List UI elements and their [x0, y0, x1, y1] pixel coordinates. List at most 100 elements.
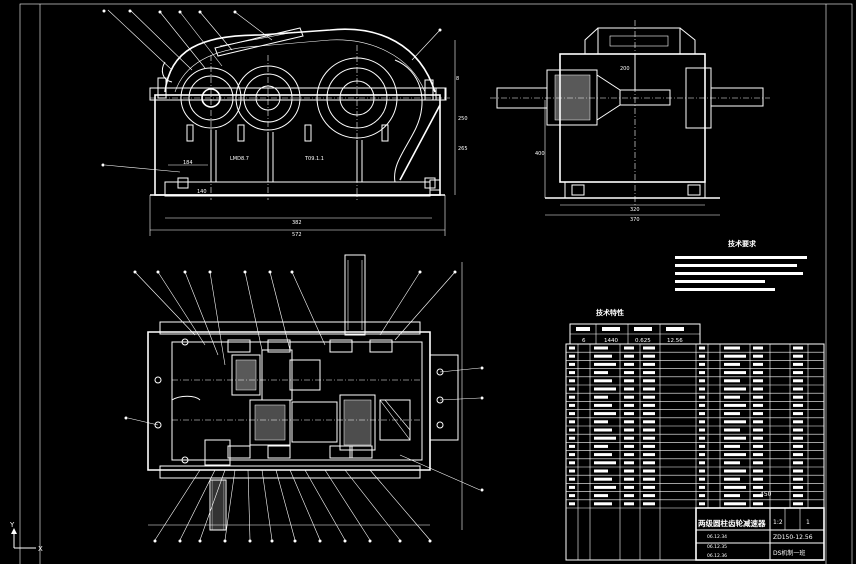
- bom-cell-text: [643, 444, 655, 448]
- ucs-y-label: Y: [9, 521, 15, 529]
- bom-cell-text: [753, 346, 763, 350]
- bom-cell-text: [753, 354, 763, 358]
- bom-cell-text: [594, 362, 616, 366]
- front-view: 184 140 382 572 250 265 LMD8.7 T09.1.1 8: [101, 9, 468, 238]
- bom-cell-text: [624, 362, 634, 366]
- bom-cell-text: [724, 453, 746, 457]
- bom-cell-text: [724, 428, 740, 432]
- param-ratio: 12.56: [667, 338, 683, 344]
- bom-cell-text: [624, 502, 634, 506]
- bom-cell-text: [699, 412, 705, 416]
- tb-row-2: 06.12.35: [707, 544, 727, 550]
- bom-cell-text: [753, 502, 763, 506]
- bom-cell-text: [793, 371, 803, 375]
- bom-cell-text: [624, 403, 634, 407]
- bom-cell-text: [643, 371, 655, 375]
- bom-cell-text: [643, 469, 655, 473]
- bom-cell-text: [594, 371, 608, 375]
- bom-cell-text: [569, 436, 575, 440]
- bom-cell-text: [753, 461, 763, 465]
- bom-cell-text: [643, 420, 655, 424]
- front-note-mid: T09.1.1: [304, 156, 324, 162]
- bom-cell-text: [643, 485, 655, 489]
- dim-184: 184: [183, 160, 193, 166]
- dim-382: 382: [292, 220, 302, 226]
- bom-cell-text: [594, 420, 608, 424]
- bom-cell-text: [793, 477, 803, 481]
- bom-cell-text: [724, 444, 740, 448]
- bom-cell-text: [594, 395, 608, 399]
- bom-cell-text: [624, 371, 634, 375]
- bom-cell-text: [594, 379, 612, 383]
- bom-cell-text: [569, 502, 575, 506]
- bom-cell-text: [793, 502, 803, 506]
- bom-cell-text: [753, 444, 763, 448]
- bom-cell-text: [724, 346, 740, 350]
- bom-mass: 450: [760, 491, 772, 498]
- bom-cell-text: [643, 477, 655, 481]
- bom-cell-text: [643, 346, 655, 350]
- bom-cell-text: [724, 379, 740, 383]
- bom-cell-text: [624, 494, 634, 498]
- bom-cell-text: [569, 354, 575, 358]
- bom-cell-text: [753, 412, 763, 416]
- bom-cell-text: [569, 379, 575, 383]
- drawing-title: 两级圆柱齿轮减速器: [698, 518, 766, 528]
- bom-cell-text: [724, 395, 740, 399]
- bom-cell-text: [594, 436, 616, 440]
- bom-cell-text: [699, 354, 705, 358]
- bom-cell-text: [569, 485, 575, 489]
- bom-cell-text: [793, 346, 803, 350]
- drawing-scale: 1:2: [773, 519, 783, 526]
- bom-cell-text: [724, 371, 746, 375]
- bom-cell-text: [594, 403, 612, 407]
- side-view: 320 370 400 200: [490, 20, 770, 223]
- bom-cell-text: [793, 494, 803, 498]
- bom-cell-text: [643, 379, 655, 383]
- bom-cell-text: [624, 379, 634, 383]
- bom-cell-text: [569, 387, 575, 391]
- bom-cell-text: [624, 346, 634, 350]
- bom-cell-text: [624, 395, 634, 399]
- bom-cell-text: [753, 477, 763, 481]
- bom-cell-text: [569, 362, 575, 366]
- bom-cell-text: [724, 354, 746, 358]
- tech-req-title: 技术要求: [728, 239, 757, 248]
- bom-cell-text: [569, 420, 575, 424]
- bom-cell-text: [643, 436, 655, 440]
- bom-cell-text: [594, 412, 616, 416]
- bom-cell-text: [753, 379, 763, 383]
- bom-cell-text: [594, 453, 612, 457]
- bom-cell-text: [793, 395, 803, 399]
- drawing-frame: [19, 3, 853, 564]
- bom-cell-text: [699, 444, 705, 448]
- tech-params-title: 技术特性: [596, 308, 624, 317]
- bom-cell-text: [699, 453, 705, 457]
- bom-cell-text: [643, 453, 655, 457]
- param-speed: 1440: [604, 338, 618, 344]
- title-block: 两级圆柱齿轮减速器 1:2 1 ZD150-12.56 DS机制一班 06.12…: [695, 507, 825, 561]
- bom-cell-text: [594, 469, 608, 473]
- bom-cell-text: [793, 461, 803, 465]
- bom-cell-text: [594, 502, 612, 506]
- bom-cell-text: [643, 502, 655, 506]
- bom-cell-text: [753, 453, 763, 457]
- bom-cell-text: [699, 387, 705, 391]
- param-power: 6: [582, 338, 586, 344]
- front-leaders: [101, 9, 442, 173]
- dim-side-200: 200: [620, 66, 630, 72]
- bom-cell-text: [594, 461, 616, 465]
- bom-cell-text: [624, 444, 634, 448]
- dim-side-400: 400: [535, 151, 545, 157]
- bom-cell-text: [624, 412, 634, 416]
- bom-cell-text: [643, 494, 655, 498]
- bom-cell-text: [724, 469, 746, 473]
- bom-cell-text: [699, 494, 705, 498]
- bom-cell-text: [699, 403, 705, 407]
- bom-cell-text: [724, 485, 746, 489]
- tech-params-table: 技术特性 6 1440 0.625 12.56: [569, 308, 701, 345]
- bom-cell-text: [724, 362, 740, 366]
- gear-blocks: [231, 349, 411, 451]
- bom-cell-text: [624, 420, 634, 424]
